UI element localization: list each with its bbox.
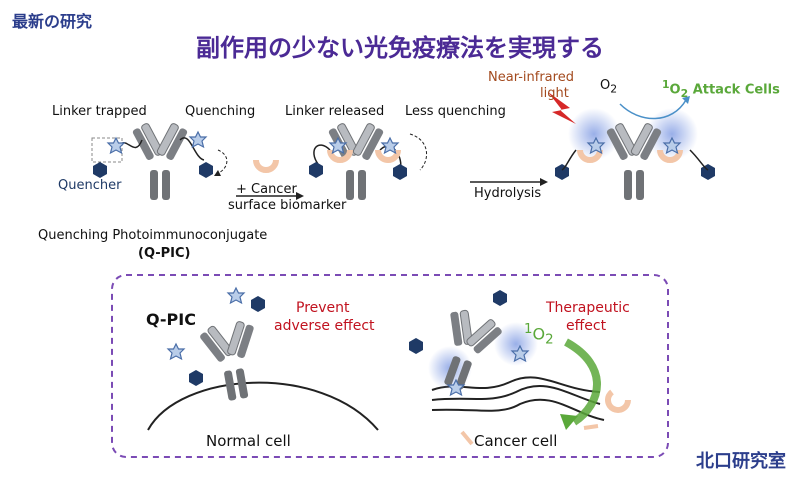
label-step-biomarker-1: + Cancer xyxy=(236,182,297,197)
label-step-biomarker-2: surface biomarker xyxy=(228,198,347,213)
label-therapeutic-1: Therapeutic xyxy=(546,300,630,316)
lab-name: 北口研究室 xyxy=(696,451,786,472)
label-normal-cell: Normal cell xyxy=(206,432,291,450)
label-therapeutic-2: effect xyxy=(566,318,607,334)
label-prevent-2: adverse effect xyxy=(274,318,375,334)
dashed-box xyxy=(111,274,669,458)
label-quencher: Quencher xyxy=(58,178,122,193)
label-cancer-cell: Cancer cell xyxy=(474,432,558,450)
label-qpic-bottom: Q-PIC xyxy=(146,310,196,329)
antibody-qpic xyxy=(131,122,189,201)
page-title: 副作用の少ない光免疫療法を実現する xyxy=(196,34,604,62)
lightning-icon xyxy=(548,92,576,124)
antibody-activated xyxy=(605,122,663,201)
label-quenching: Quenching xyxy=(185,104,256,119)
label-nir-2: light xyxy=(540,86,569,101)
section-tag: 最新の研究 xyxy=(12,12,93,31)
label-linker-trapped: Linker trapped xyxy=(52,104,147,119)
label-linker-released: Linker released xyxy=(285,104,385,119)
label-singlet-oxygen-bottom: 1O2 xyxy=(524,322,554,348)
label-nir-1: Near-infrared xyxy=(488,70,574,85)
label-singlet-oxygen: 1O2 Attack Cells xyxy=(662,78,780,100)
label-less-quenching: Less quenching xyxy=(405,104,506,119)
label-o2: O2 xyxy=(600,78,618,96)
label-hydrolysis: Hydrolysis xyxy=(474,186,542,201)
label-prevent-1: Prevent xyxy=(296,300,350,316)
label-qpic-short: (Q-PIC) xyxy=(138,246,191,261)
normal-cell-membrane xyxy=(147,381,379,431)
label-qpic-caption: Quenching Photoimmunoconjugate xyxy=(38,228,268,243)
